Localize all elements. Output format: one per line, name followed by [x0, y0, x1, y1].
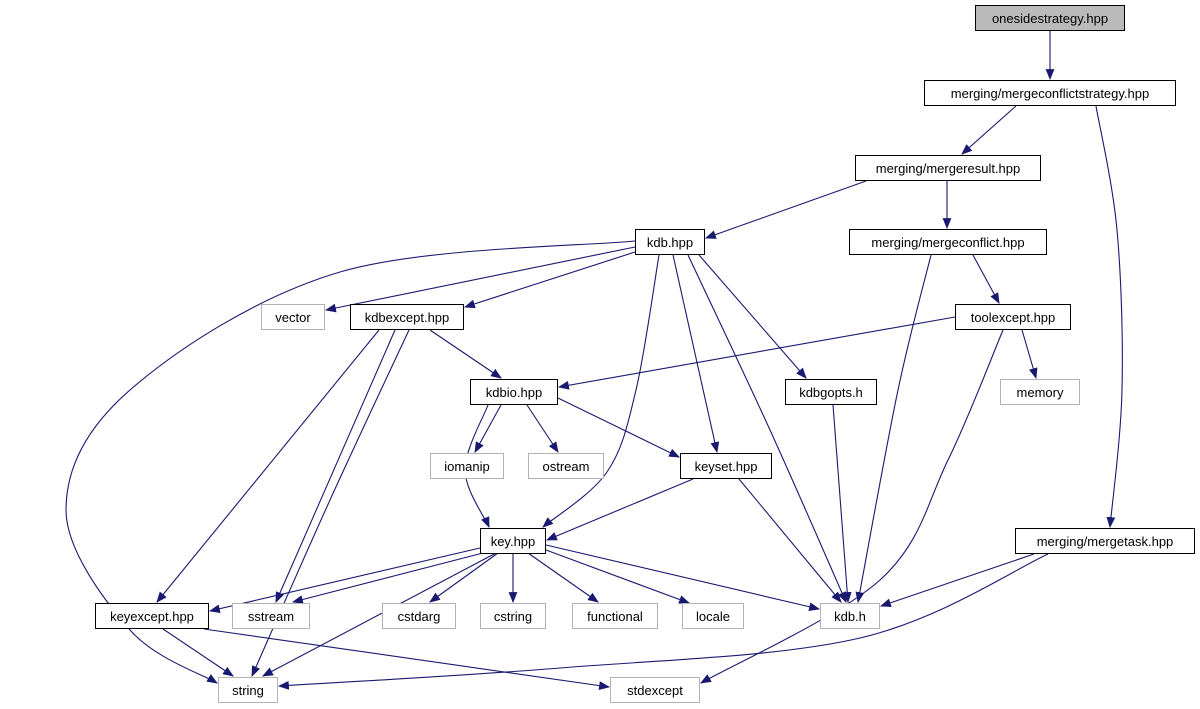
edge-kdb_hpp-to-vector — [324, 246, 636, 313]
node-label: merging/mergeconflict.hpp — [871, 234, 1025, 250]
node-kdbexcept_hpp[interactable]: kdbexcept.hpp — [350, 304, 464, 330]
edge-toolexcept_hpp-to-memory — [1021, 329, 1038, 380]
edge-key_hpp-to-string — [262, 552, 497, 677]
node-label: kdbio.hpp — [485, 384, 543, 400]
node-key_hpp[interactable]: key.hpp — [480, 528, 546, 554]
node-string: string — [218, 677, 278, 703]
node-kdbio_hpp[interactable]: kdbio.hpp — [470, 379, 558, 405]
node-keyexcept_hpp[interactable]: keyexcept.hpp — [95, 603, 209, 629]
node-label: toolexcept.hpp — [970, 309, 1056, 325]
node-vector: vector — [261, 304, 325, 330]
node-functional: functional — [572, 603, 658, 629]
node-kdb_h: kdb.h — [820, 603, 880, 629]
edge-toolexcept_hpp-to-stdexcept — [700, 329, 1004, 684]
edge-mergeconflictstrategy_hpp-to-mergeresult_hpp — [961, 105, 1017, 155]
node-label: merging/mergeresult.hpp — [875, 160, 1021, 176]
edge-mergeresult_hpp-to-kdb_hpp — [704, 180, 867, 239]
node-memory: memory — [1000, 379, 1080, 405]
node-mergeresult_hpp[interactable]: merging/mergeresult.hpp — [855, 155, 1041, 181]
edge-key_hpp-to-keyexcept_hpp — [208, 547, 481, 614]
node-kdbgopts_h[interactable]: kdbgopts.h — [785, 379, 877, 405]
node-locale: locale — [682, 603, 744, 629]
edge-kdbexcept_hpp-to-kdbio_hpp — [429, 329, 502, 379]
edge-kdbio_hpp-to-ostream — [526, 404, 559, 453]
edge-key_hpp-to-sstream — [291, 552, 484, 604]
node-onesidestrategy_hpp: onesidestrategy.hpp — [975, 5, 1125, 31]
node-label: memory — [1016, 384, 1064, 400]
edge-mergeconflictstrategy_hpp-to-mergetask_hpp — [1095, 105, 1123, 529]
edge-kdb_hpp-to-key_hpp — [542, 254, 660, 528]
edge-keyexcept_hpp-to-stdexcept — [203, 628, 611, 690]
node-label: vector — [275, 309, 311, 325]
node-label: merging/mergetask.hpp — [1036, 533, 1174, 549]
edge-toolexcept_hpp-to-kdbio_hpp — [557, 316, 956, 390]
edge-key_hpp-to-functional — [527, 552, 599, 603]
edge-mergeconflict_hpp-to-kdb_h — [855, 254, 932, 604]
node-label: kdbexcept.hpp — [364, 309, 450, 325]
edge-kdbio_hpp-to-iomanip — [474, 404, 502, 453]
edge-key_hpp-to-cstdarg — [429, 552, 499, 603]
node-label: sstream — [247, 608, 295, 624]
node-mergeconflict_hpp[interactable]: merging/mergeconflict.hpp — [849, 229, 1047, 255]
edge-kdbexcept_hpp-to-string — [251, 329, 410, 678]
node-label: cstdarg — [397, 608, 441, 624]
node-label: kdb.hpp — [646, 234, 694, 250]
node-mergeconflictstrategy_hpp[interactable]: merging/mergeconflictstrategy.hpp — [924, 80, 1176, 106]
node-label: locale — [696, 608, 730, 624]
edge-kdbexcept_hpp-to-sstream — [275, 329, 396, 604]
edge-mergeconflict_hpp-to-toolexcept_hpp — [972, 254, 1000, 304]
edge-mergetask_hpp-to-string — [277, 553, 1049, 690]
node-label: kdb.h — [834, 608, 866, 624]
node-mergetask_hpp[interactable]: merging/mergetask.hpp — [1015, 528, 1195, 554]
node-label: keyset.hpp — [694, 458, 758, 474]
edge-kdb_hpp-to-keyset_hpp — [672, 254, 720, 454]
node-iomanip: iomanip — [430, 453, 504, 479]
edge-key_hpp-to-kdb_h — [545, 544, 821, 612]
node-stdexcept: stdexcept — [610, 677, 700, 703]
node-label: key.hpp — [490, 533, 536, 549]
node-label: cstring — [493, 608, 533, 624]
edge-key_hpp-to-locale — [545, 549, 691, 604]
edge-kdb_hpp-to-kdbexcept_hpp — [463, 251, 636, 309]
edge-kdbexcept_hpp-to-keyexcept_hpp — [156, 329, 380, 603]
node-label: ostream — [542, 458, 590, 474]
edge-keyexcept_hpp-to-string — [162, 628, 234, 677]
node-label: merging/mergeconflictstrategy.hpp — [950, 85, 1150, 101]
node-label: keyexcept.hpp — [110, 608, 194, 624]
node-kdb_hpp[interactable]: kdb.hpp — [635, 229, 705, 255]
node-label: kdbgopts.h — [799, 384, 863, 400]
edge-kdb_hpp-to-kdbgopts_h — [698, 254, 807, 379]
node-toolexcept_hpp[interactable]: toolexcept.hpp — [955, 304, 1071, 330]
node-cstring: cstring — [480, 603, 546, 629]
edge-kdbio_hpp-to-keyset_hpp — [557, 397, 680, 458]
edge-kdbgopts_h-to-kdb_h — [832, 404, 852, 604]
edge-kdb_hpp-to-kdb_h — [687, 254, 847, 604]
node-keyset_hpp[interactable]: keyset.hpp — [680, 453, 772, 479]
node-label: string — [232, 682, 264, 698]
node-cstdarg: cstdarg — [382, 603, 456, 629]
edge-keyset_hpp-to-kdb_h — [738, 478, 842, 603]
edge-mergetask_hpp-to-kdb_h — [879, 553, 1035, 607]
node-label: onesidestrategy.hpp — [991, 10, 1109, 26]
node-label: stdexcept — [627, 682, 683, 698]
node-ostream: ostream — [528, 453, 604, 479]
node-sstream: sstream — [232, 603, 310, 629]
node-label: functional — [587, 608, 643, 624]
node-label: iomanip — [444, 458, 490, 474]
edge-kdb_hpp-to-string — [65, 240, 636, 684]
edge-keyset_hpp-to-key_hpp — [545, 478, 694, 541]
